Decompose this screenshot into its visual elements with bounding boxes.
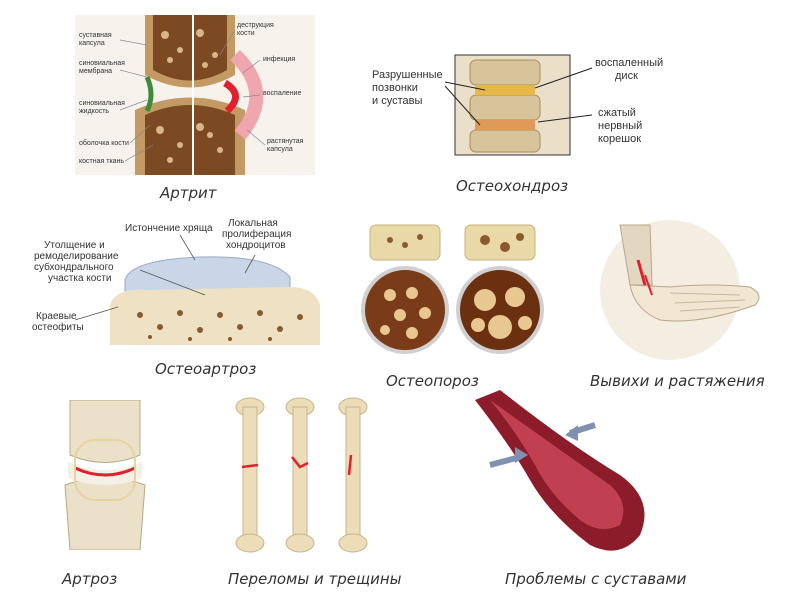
caption-osteochondrosis: Остеохондроз xyxy=(456,177,569,195)
arthritis-label-joint-capsule-2: капсула xyxy=(79,40,105,47)
arthritis-label-synovial-membrane-1: синовиальная xyxy=(79,60,125,67)
dislocations-panel xyxy=(590,215,770,360)
osteoarthrosis-panel: Истончение хряща Локальная пролиферация … xyxy=(30,215,330,350)
arthrosis-panel xyxy=(40,400,170,550)
oa-label-thickening-3: субхондрального xyxy=(34,261,114,273)
fractures-panel xyxy=(225,395,385,555)
oa-label-cartilage-thinning: Истончение хряща xyxy=(125,223,213,234)
vessel-panel xyxy=(470,385,655,560)
knee-illustration xyxy=(64,400,146,550)
arthritis-panel: суставная капсула синовиальная мембрана … xyxy=(75,15,315,175)
arthritis-label-stretched-capsule-1: растянутая xyxy=(267,138,304,145)
spine-label-destroyed-1: Разрушенные xyxy=(372,69,443,81)
arthritis-label-inflammation: воспаление xyxy=(263,90,301,97)
spine-label-inflamed-disc-2: диск xyxy=(615,70,638,82)
spine-label-inflamed-disc-1: воспаленный xyxy=(595,57,663,69)
arthritis-label-infection: инфекция xyxy=(263,56,295,63)
caption-joint-problems: Проблемы с суставами xyxy=(505,570,687,588)
arthritis-label-stretched-capsule-2: капсула xyxy=(267,146,293,153)
vessel-illustration xyxy=(475,390,645,551)
oa-label-proliferation-1: Локальная xyxy=(228,218,278,229)
oa-label-thickening-2: ремоделирование xyxy=(34,251,119,262)
osteoporosis-panel xyxy=(350,215,560,360)
oa-label-osteophytes-1: Краевые xyxy=(36,311,77,322)
arthritis-label-bone-sheath: оболочка кости xyxy=(79,139,129,147)
arthritis-label-joint-capsule-1: суставная xyxy=(79,32,112,39)
fractures-illustration xyxy=(235,397,368,553)
oa-label-osteophytes-2: остеофиты xyxy=(32,321,84,333)
spine-illustration: Разрушенные позвонки и суставы воспаленн… xyxy=(372,54,663,156)
osteoporosis-illustration xyxy=(361,224,544,354)
oa-label-thickening-1: Утолщение и xyxy=(44,240,105,251)
oa-label-proliferation-2: пролиферация xyxy=(222,228,291,240)
ankle-illustration xyxy=(600,220,760,360)
caption-dislocations: Вывихи и растяжения xyxy=(590,372,765,390)
caption-fractures: Переломы и трещины xyxy=(228,570,402,588)
caption-osteoarthrosis: Остеоартроз xyxy=(155,360,257,378)
arthritis-label-bone-destruction-1: деструкция xyxy=(237,22,274,29)
oa-label-proliferation-3: хондроцитов xyxy=(226,240,286,251)
arthritis-label-synovial-fluid-2: жидкость xyxy=(79,108,109,115)
spine-label-nerve-1: сжатый xyxy=(598,107,636,119)
spine-label-nerve-3: корешок xyxy=(598,133,641,145)
osteoarthrosis-illustration: Истончение хряща Локальная пролиферация … xyxy=(32,218,320,345)
caption-arthritis: Артрит xyxy=(160,184,217,202)
arthritis-label-bone-tissue: костная ткань xyxy=(79,158,124,165)
spine-label-destroyed-3: и суставы xyxy=(372,95,422,107)
oa-label-thickening-4: участка кости xyxy=(48,273,112,284)
spine-label-nerve-2: нервный xyxy=(598,120,642,132)
arthritis-label-bone-destruction-2: кости xyxy=(237,30,255,37)
arthritis-label-synovial-membrane-2: мембрана xyxy=(79,67,112,75)
spine-label-destroyed-2: позвонки xyxy=(372,82,418,94)
caption-osteoporosis: Остеопороз xyxy=(386,372,479,390)
arthritis-label-synovial-fluid-1: синовиальная xyxy=(79,100,125,107)
arthritis-illustration: суставная капсула синовиальная мембрана … xyxy=(75,15,315,175)
osteochondrosis-panel: Разрушенные позвонки и суставы воспаленн… xyxy=(370,50,670,160)
caption-arthrosis: Артроз xyxy=(62,570,118,588)
